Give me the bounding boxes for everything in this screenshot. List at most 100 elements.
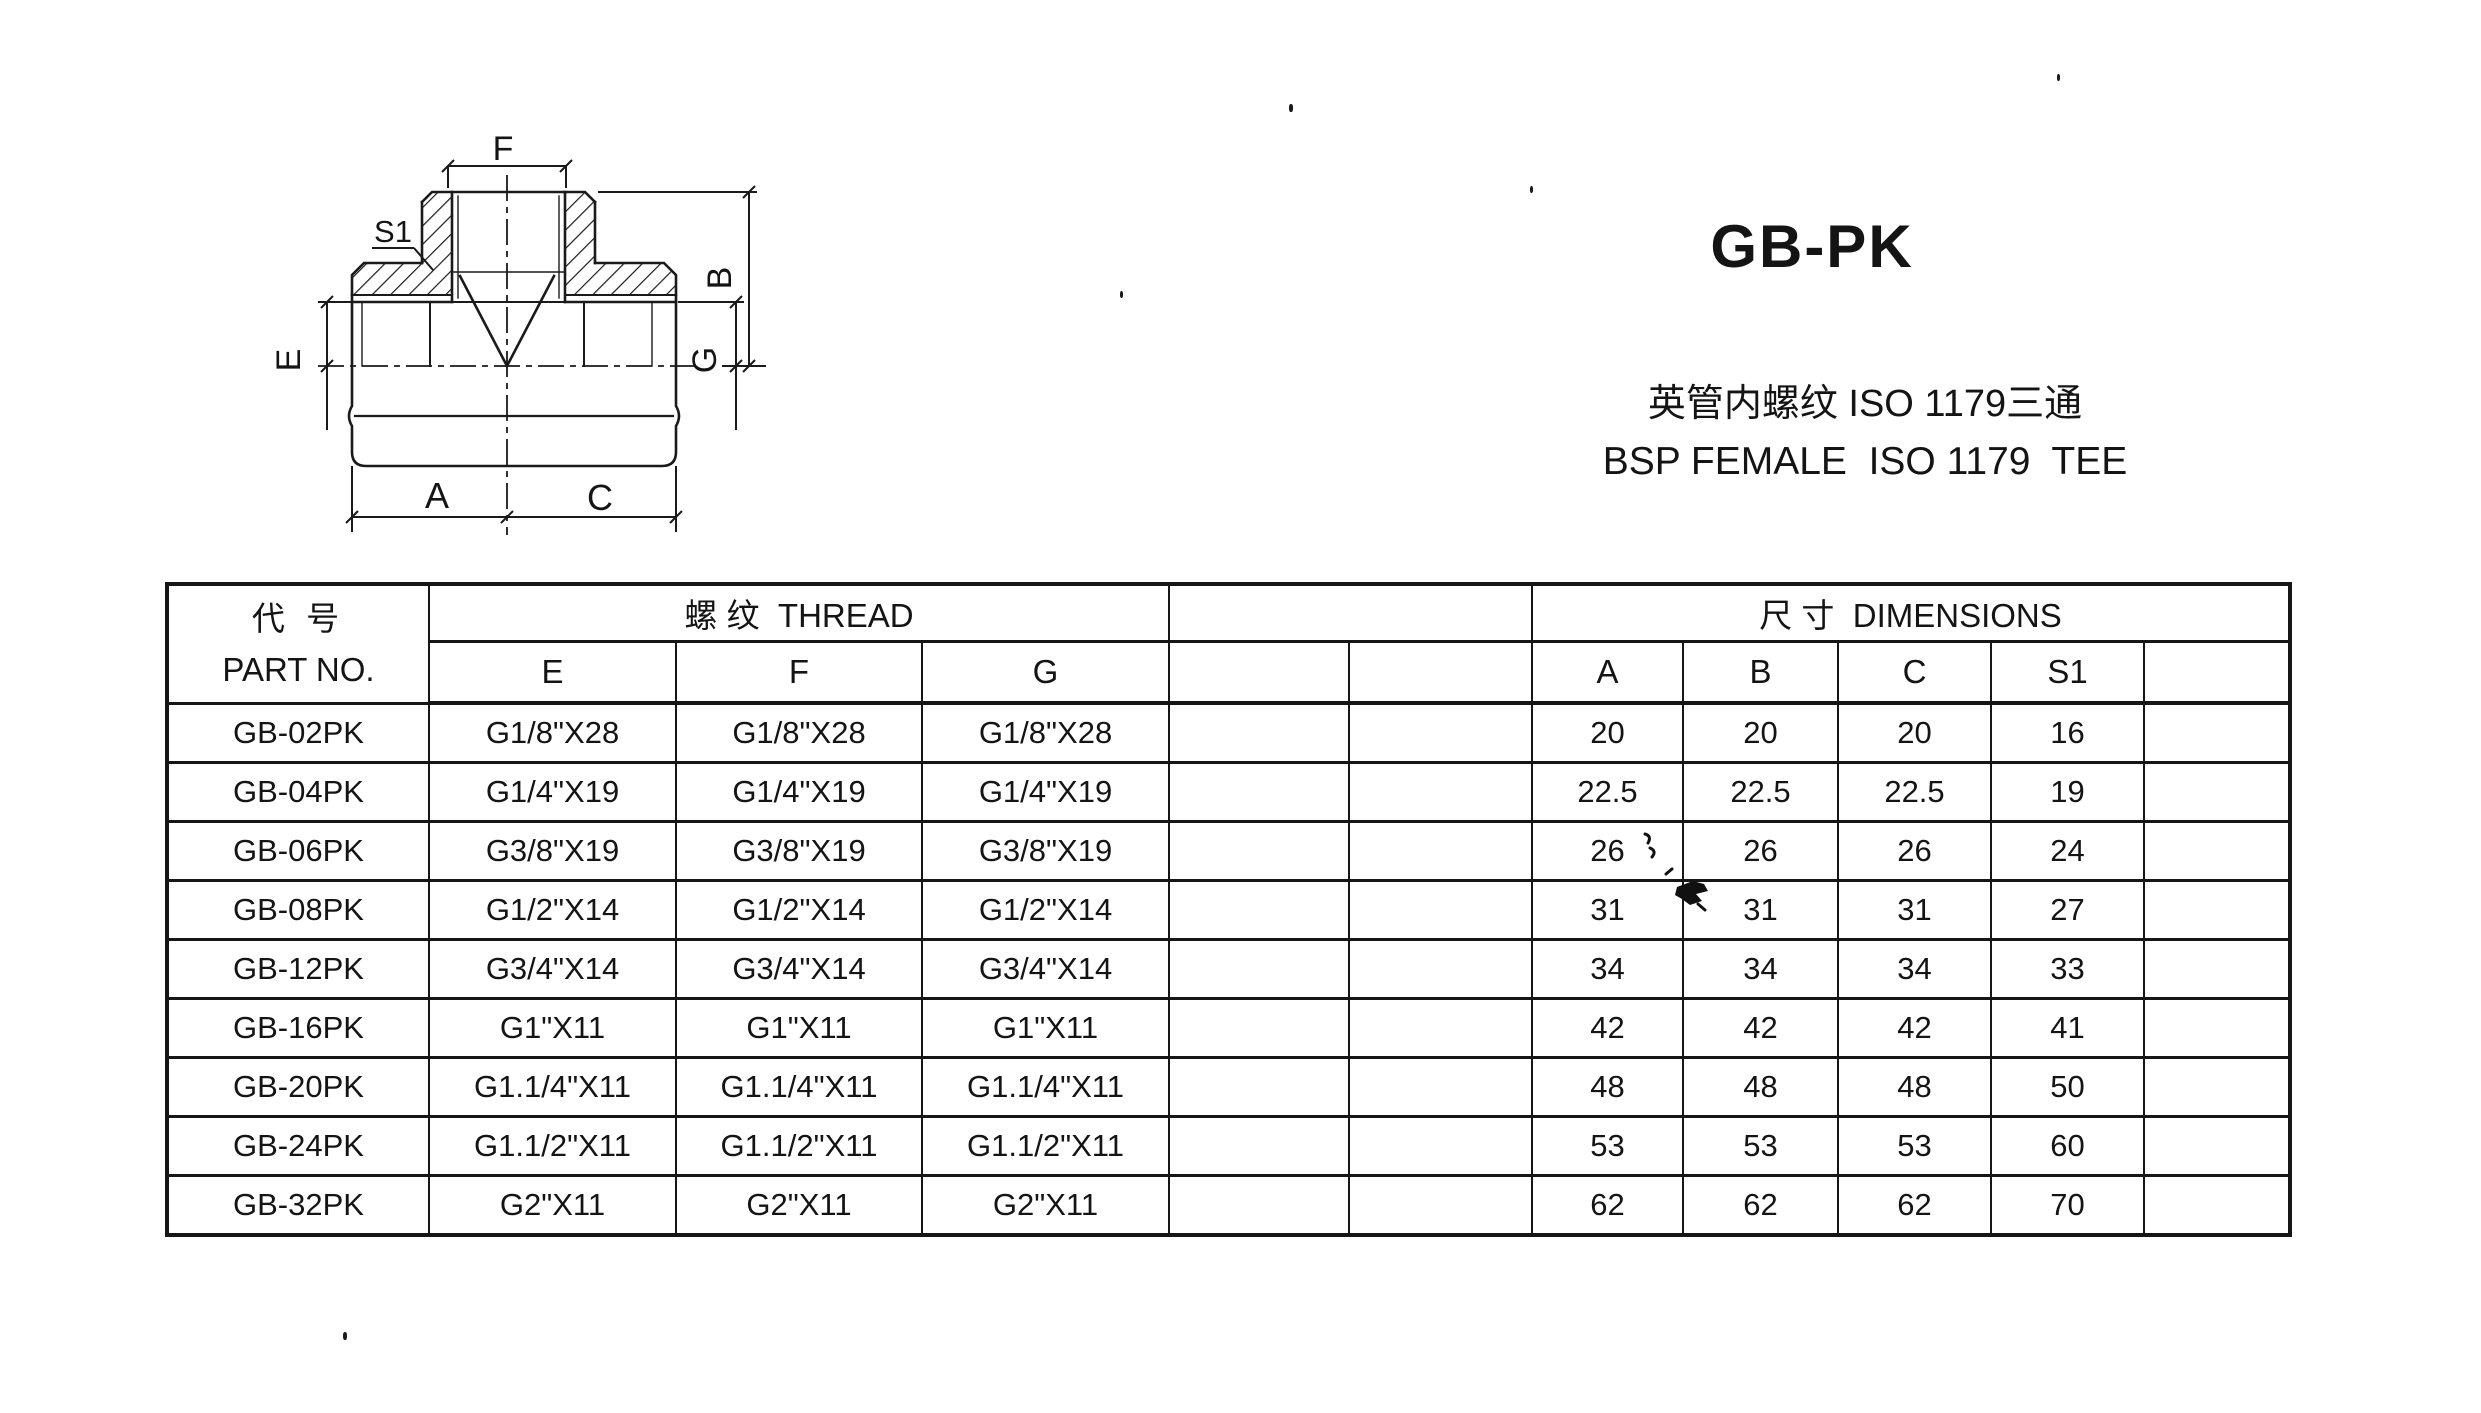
empty-cell	[1348, 1115, 1533, 1177]
col-header-s1: S1	[1990, 640, 2145, 705]
dim-b-cell: 26	[1682, 820, 1839, 882]
dim-s1-cell: 16	[1990, 702, 2145, 764]
part-no-header-cn: 代 号	[251, 599, 346, 637]
col-header-b: B	[1682, 640, 1839, 705]
dim-c-cell: 62	[1837, 1174, 1992, 1237]
table-row: GB-04PK G1/4"X19 G1/4"X19 G1/4"X19 22.5 …	[166, 761, 2291, 823]
dim-c-cell: 42	[1837, 997, 1992, 1059]
thread-e-cell: G3/8"X19	[428, 820, 677, 882]
dim-c-cell: 26	[1837, 820, 1992, 882]
table-row: GB-20PK G1.1/4"X11 G1.1/4"X11 G1.1/4"X11…	[166, 1056, 2291, 1118]
empty-cell	[2143, 938, 2291, 1000]
col-header-f: F	[675, 640, 923, 705]
thread-g-cell: G1"X11	[921, 997, 1170, 1059]
col-header-empty2	[1348, 640, 1533, 705]
thread-f-cell: G3/4"X14	[675, 938, 923, 1000]
empty-cell	[1348, 1056, 1533, 1118]
thread-g-cell: G2"X11	[921, 1174, 1170, 1237]
col-header-empty1	[1168, 640, 1350, 705]
thread-group-header: 螺 纹 THREAD	[428, 583, 1170, 643]
part-no-cell: GB-04PK	[166, 761, 430, 823]
dim-c-cell: 22.5	[1837, 761, 1992, 823]
table-row: GB-16PK G1"X11 G1"X11 G1"X11 42 42 42 41	[166, 997, 2291, 1059]
empty-cell	[1348, 702, 1533, 764]
col-header-g: G	[921, 640, 1170, 705]
thread-e-cell: G1/4"X19	[428, 761, 677, 823]
dim-c-cell: 20	[1837, 702, 1992, 764]
table-row: GB-06PK G3/8"X19 G3/8"X19 G3/8"X19 26 26…	[166, 820, 2291, 882]
header-row-columns: E F G A B C S1	[167, 640, 2291, 705]
dim-a-cell: 22.5	[1531, 761, 1684, 823]
part-no-header: 代 号 PART NO.	[166, 583, 430, 705]
thread-f-cell: G3/8"X19	[675, 820, 923, 882]
empty-cell	[1348, 997, 1533, 1059]
part-no-cell: GB-24PK	[166, 1115, 430, 1177]
dim-label-g: G	[686, 347, 724, 373]
dimensions-group-header: 尺 寸 DIMENSIONS	[1531, 583, 2291, 643]
thread-e-cell: G2"X11	[428, 1174, 677, 1237]
thread-f-cell: G1.1/4"X11	[675, 1056, 923, 1118]
empty-cell	[1168, 879, 1350, 941]
dim-c-cell: 34	[1837, 938, 1992, 1000]
dim-a-cell: 42	[1531, 997, 1684, 1059]
empty-cell	[2143, 1174, 2291, 1237]
tee-fitting-drawing: F S1 B G E A C	[270, 130, 766, 535]
empty-cell	[2143, 820, 2291, 882]
thread-g-cell: G1/8"X28	[921, 702, 1170, 764]
dim-a-cell: 62	[1531, 1174, 1684, 1237]
ink-speck	[1289, 104, 1293, 112]
dim-b-cell: 31	[1682, 879, 1839, 941]
dim-label-a: A	[425, 475, 449, 516]
dim-label-f: F	[493, 130, 514, 168]
dim-b-cell: 48	[1682, 1056, 1839, 1118]
empty-group-header	[1168, 583, 1533, 643]
dim-s1-cell: 33	[1990, 938, 2145, 1000]
dim-b-cell: 53	[1682, 1115, 1839, 1177]
thread-g-cell: G1/4"X19	[921, 761, 1170, 823]
empty-cell	[1348, 879, 1533, 941]
ink-speck	[2057, 74, 2060, 81]
ink-smudge	[1643, 832, 1708, 912]
dim-s1-cell: 27	[1990, 879, 2145, 941]
ink-speck	[1120, 291, 1123, 298]
part-no-cell: GB-08PK	[166, 879, 430, 941]
thread-g-cell: G1/2"X14	[921, 879, 1170, 941]
empty-cell	[2143, 761, 2291, 823]
thread-e-cell: G1.1/4"X11	[428, 1056, 677, 1118]
subtitle-chinese: 英管内螺纹 ISO 1179三通	[1647, 383, 2083, 425]
thread-e-cell: G1"X11	[428, 997, 677, 1059]
thread-g-cell: G1.1/4"X11	[921, 1056, 1170, 1118]
table-row: GB-32PK G2"X11 G2"X11 G2"X11 62 62 62 70	[166, 1174, 2291, 1237]
spec-table: 代 号 PART NO. 螺 纹 THREAD 尺 寸 DIMENSIONS E…	[165, 582, 2292, 1237]
hatched-section	[352, 192, 676, 295]
thread-e-cell: G1/8"X28	[428, 702, 677, 764]
dim-b-cell: 62	[1682, 1174, 1839, 1237]
empty-cell	[1168, 761, 1350, 823]
thread-f-cell: G1/8"X28	[675, 702, 923, 764]
thread-f-cell: G2"X11	[675, 1174, 923, 1237]
table-row: GB-08PK G1/2"X14 G1/2"X14 G1/2"X14 31 31…	[166, 879, 2291, 941]
dim-s1-cell: 41	[1990, 997, 2145, 1059]
thread-f-cell: G1/2"X14	[675, 879, 923, 941]
part-no-header-en: PART NO.	[222, 650, 375, 688]
dim-label-s1: S1	[374, 214, 412, 249]
thread-f-cell: G1.1/2"X11	[675, 1115, 923, 1177]
table-row: GB-24PK G1.1/2"X11 G1.1/2"X11 G1.1/2"X11…	[166, 1115, 2291, 1177]
dim-s1-cell: 70	[1990, 1174, 2145, 1237]
empty-cell	[2143, 997, 2291, 1059]
dim-b-cell: 22.5	[1682, 761, 1839, 823]
dim-a-cell: 53	[1531, 1115, 1684, 1177]
thread-f-cell: G1"X11	[675, 997, 923, 1059]
empty-cell	[1348, 820, 1533, 882]
dimension-lines	[318, 159, 766, 532]
empty-cell	[1168, 702, 1350, 764]
empty-cell	[1348, 761, 1533, 823]
dim-a-cell: 31	[1531, 879, 1684, 941]
empty-cell	[1168, 938, 1350, 1000]
col-header-empty3	[2143, 640, 2291, 705]
thread-e-cell: G1.1/2"X11	[428, 1115, 677, 1177]
col-header-e: E	[428, 640, 677, 705]
thread-e-cell: G3/4"X14	[428, 938, 677, 1000]
dim-c-cell: 48	[1837, 1056, 1992, 1118]
col-header-c: C	[1837, 640, 1992, 705]
